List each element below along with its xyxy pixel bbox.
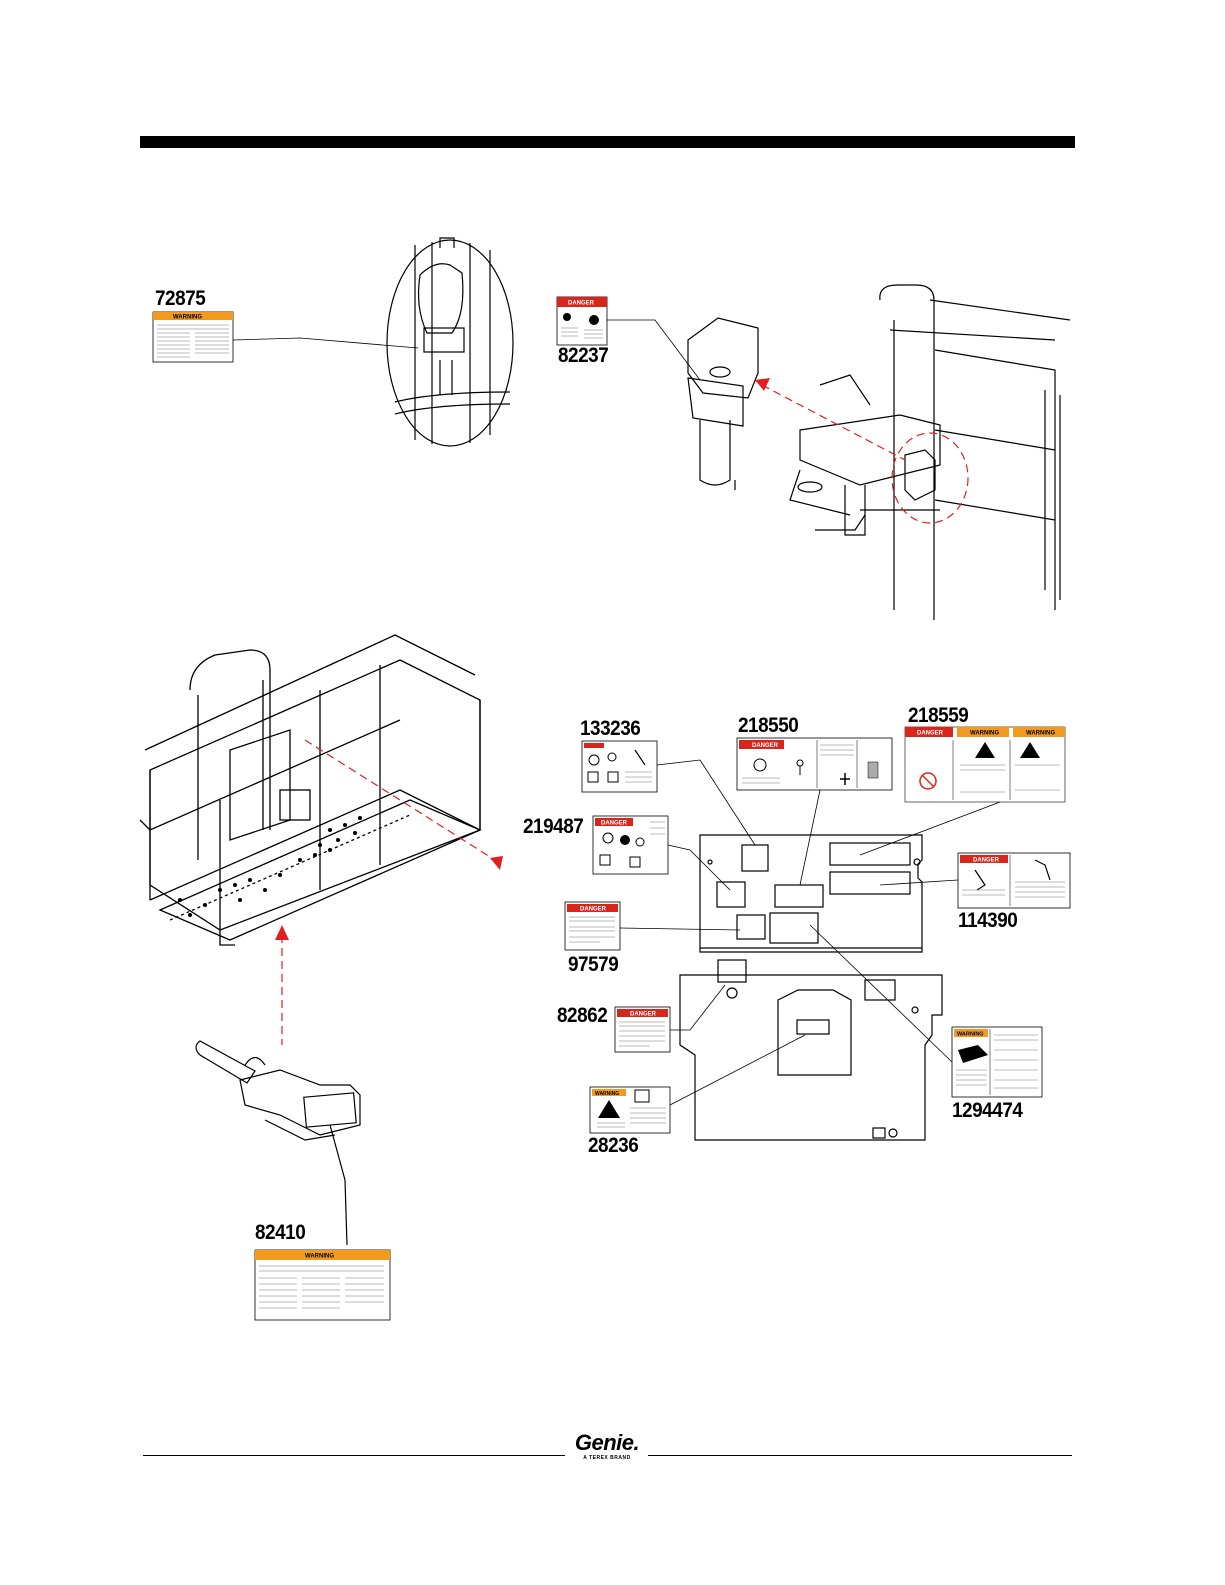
red-leaders-basket <box>275 740 503 1045</box>
decal-218559-header-1: DANGER <box>917 731 944 737</box>
basket-floor-holes <box>178 816 362 917</box>
decal-1294474-label: WARNING <box>810 925 1042 1097</box>
decal-82862-label: DANGER <box>615 985 725 1052</box>
decal-number-97579: 97579 <box>568 954 618 976</box>
red-leaders-top <box>755 378 968 523</box>
decal-97579-header: DANGER <box>580 907 607 913</box>
decal-219487-header: DANGER <box>601 821 628 827</box>
decal-number-28236: 28236 <box>588 1135 638 1157</box>
decal-number-218559: 218559 <box>908 705 968 727</box>
decal-number-82237: 82237 <box>558 345 608 367</box>
pedestal-rail-illustration <box>688 285 1070 620</box>
decal-number-218550: 218550 <box>738 715 798 737</box>
decal-82862-header: DANGER <box>630 1012 657 1018</box>
decal-number-219487: 219487 <box>523 816 583 838</box>
logo-wordmark: Genie. <box>568 1432 646 1454</box>
tray-bracket-illustration <box>196 1041 360 1245</box>
decal-number-82410: 82410 <box>255 1222 305 1244</box>
decal-82237-header: DANGER <box>568 301 595 307</box>
decal-number-1294474: 1294474 <box>952 1100 1022 1122</box>
decal-114390-header: DANGER <box>973 858 1000 864</box>
decal-number-114390: 114390 <box>958 910 1017 932</box>
decal-28236-header: WARNING <box>595 1091 619 1097</box>
genie-logo: Genie. A TEREX BRAND <box>568 1432 646 1461</box>
decal-219487-label: DANGER <box>593 816 730 890</box>
decal-82410-label: WARNING <box>255 1250 390 1320</box>
decal-72875-header: WARNING <box>173 315 202 321</box>
decal-number-133236: 133236 <box>580 718 640 740</box>
decal-number-82862: 82862 <box>557 1005 607 1027</box>
control-panel-illustration <box>680 835 942 1140</box>
decal-1294474-header: WARNING <box>957 1032 984 1038</box>
decal-218550-label: DANGER <box>737 738 892 885</box>
footer-rule-left <box>143 1455 565 1456</box>
decal-97579-label: DANGER <box>565 902 740 950</box>
decal-218559-header-2: WARNING <box>970 731 999 737</box>
platform-basket-illustration <box>140 635 480 945</box>
decal-218559-header-3: WARNING <box>1026 731 1055 737</box>
decal-82410-header: WARNING <box>305 1254 334 1260</box>
circle-detail-guardrail <box>387 238 513 446</box>
decal-72875-label: WARNING <box>153 312 418 362</box>
decal-114390-label: DANGER <box>880 853 1070 908</box>
decal-218550-header: DANGER <box>752 743 779 749</box>
decal-number-72875: 72875 <box>155 288 205 310</box>
footer-rule-right <box>648 1455 1072 1456</box>
decal-82237-label: DANGER <box>557 297 700 380</box>
logo-tagline: A TEREX BRAND <box>568 1455 646 1461</box>
